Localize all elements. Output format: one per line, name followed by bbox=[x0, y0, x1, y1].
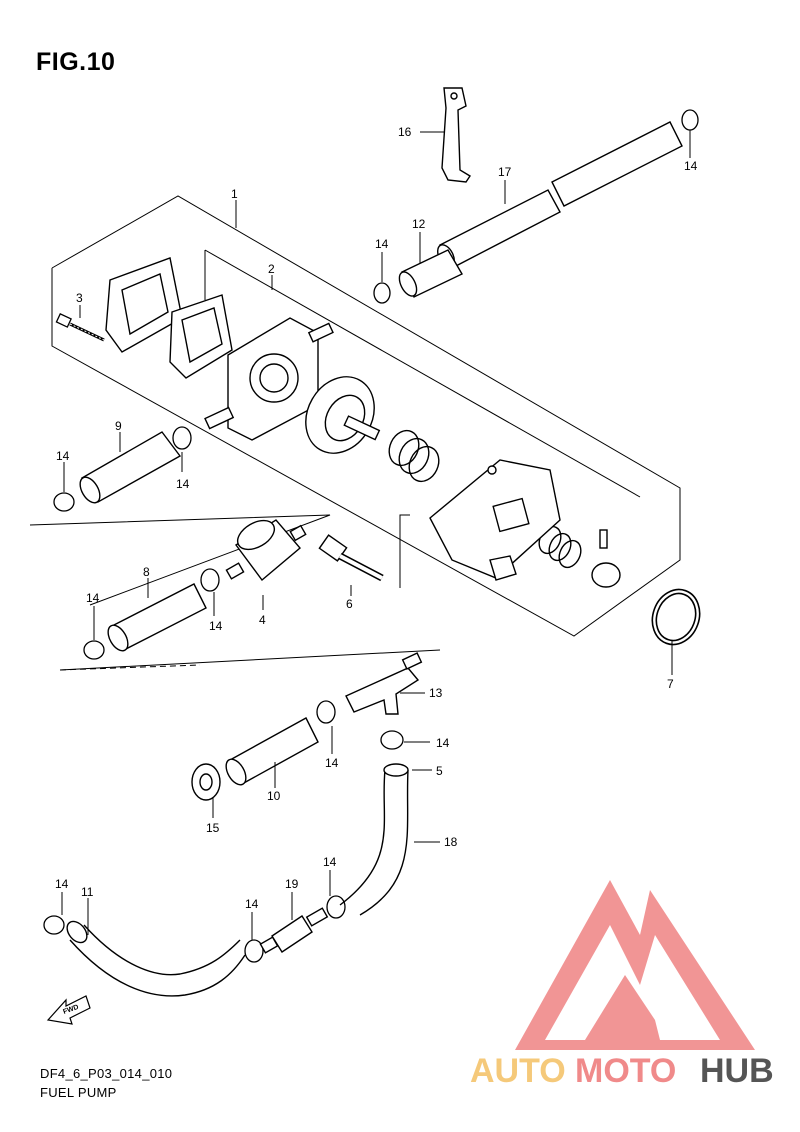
clip-part-15 bbox=[191, 763, 221, 801]
screw-part-3 bbox=[55, 312, 105, 342]
callout-5: 5 bbox=[436, 764, 443, 778]
separator-lines bbox=[29, 514, 441, 671]
pump-body-part-2 bbox=[204, 317, 334, 441]
watermark-hub: HUB bbox=[700, 1052, 774, 1090]
o-ring-part-7 bbox=[651, 588, 701, 646]
callout-16: 16 bbox=[398, 125, 412, 139]
watermark-text: AUTO MOTO HUB bbox=[470, 1052, 774, 1090]
bolt-part-6 bbox=[318, 534, 384, 582]
hose-part-8 bbox=[107, 583, 207, 652]
callout-8: 8 bbox=[143, 565, 150, 579]
fwd-arrow-icon: FWD bbox=[46, 995, 91, 1025]
callout-10: 10 bbox=[267, 789, 281, 803]
hose-part-17 bbox=[437, 121, 683, 269]
callout-14-e: 14 bbox=[209, 619, 223, 633]
callout-18: 18 bbox=[444, 835, 458, 849]
t-joint-part-13 bbox=[345, 652, 423, 715]
callout-7: 7 bbox=[667, 677, 674, 691]
callout-2: 2 bbox=[268, 262, 275, 276]
assembly-outline bbox=[51, 195, 681, 637]
watermark-auto: AUTO bbox=[470, 1052, 566, 1090]
fuel-filter-part-4 bbox=[225, 519, 307, 582]
hose-part-12 bbox=[398, 249, 463, 298]
hose-part-9 bbox=[79, 431, 182, 504]
callout-1: 1 bbox=[231, 187, 238, 201]
diagram-name: FUEL PUMP bbox=[40, 1085, 117, 1100]
figure-title: FIG.10 bbox=[36, 48, 116, 76]
clamp-parts-14 bbox=[43, 109, 699, 963]
callout-19: 19 bbox=[285, 877, 299, 891]
callout-14-b: 14 bbox=[375, 237, 389, 251]
diaphragm bbox=[305, 376, 381, 454]
watermark-logo bbox=[515, 880, 755, 1050]
callout-15: 15 bbox=[206, 821, 220, 835]
callout-14-c: 14 bbox=[176, 477, 190, 491]
callout-11: 11 bbox=[81, 885, 94, 899]
callout-3: 3 bbox=[76, 291, 83, 305]
callout-14-a: 14 bbox=[684, 159, 698, 173]
callout-labels: 1 2 3 4 5 6 7 8 9 10 11 12 13 14 14 14 1… bbox=[55, 125, 698, 911]
bracket-part-16 bbox=[441, 87, 471, 183]
callout-13: 13 bbox=[429, 686, 443, 700]
callout-14-j: 14 bbox=[245, 897, 259, 911]
connector-part-19 bbox=[259, 907, 329, 954]
valve-cap bbox=[591, 529, 621, 588]
callout-4: 4 bbox=[259, 613, 266, 627]
callout-14-g: 14 bbox=[325, 756, 339, 770]
callout-14-d: 14 bbox=[56, 449, 70, 463]
callout-6: 6 bbox=[346, 597, 353, 611]
watermark-moto: MOTO bbox=[575, 1052, 676, 1090]
callout-14-k: 14 bbox=[323, 855, 337, 869]
callout-17: 17 bbox=[498, 165, 512, 179]
hose-part-10 bbox=[225, 717, 319, 786]
pump-cover-plate bbox=[105, 257, 233, 379]
callout-9: 9 bbox=[115, 419, 122, 433]
diagram-code: DF4_6_P03_014_010 bbox=[40, 1066, 173, 1081]
pump-lower-housing bbox=[429, 459, 561, 581]
callout-14-f: 14 bbox=[86, 591, 100, 605]
callout-14-h: 14 bbox=[436, 736, 450, 750]
callout-12: 12 bbox=[412, 217, 426, 231]
callout-14-i: 14 bbox=[55, 877, 69, 891]
spring-large bbox=[388, 429, 440, 483]
hose-part-11 bbox=[66, 920, 246, 997]
leader-lines bbox=[61, 130, 691, 940]
hose-part-18 bbox=[339, 763, 409, 916]
